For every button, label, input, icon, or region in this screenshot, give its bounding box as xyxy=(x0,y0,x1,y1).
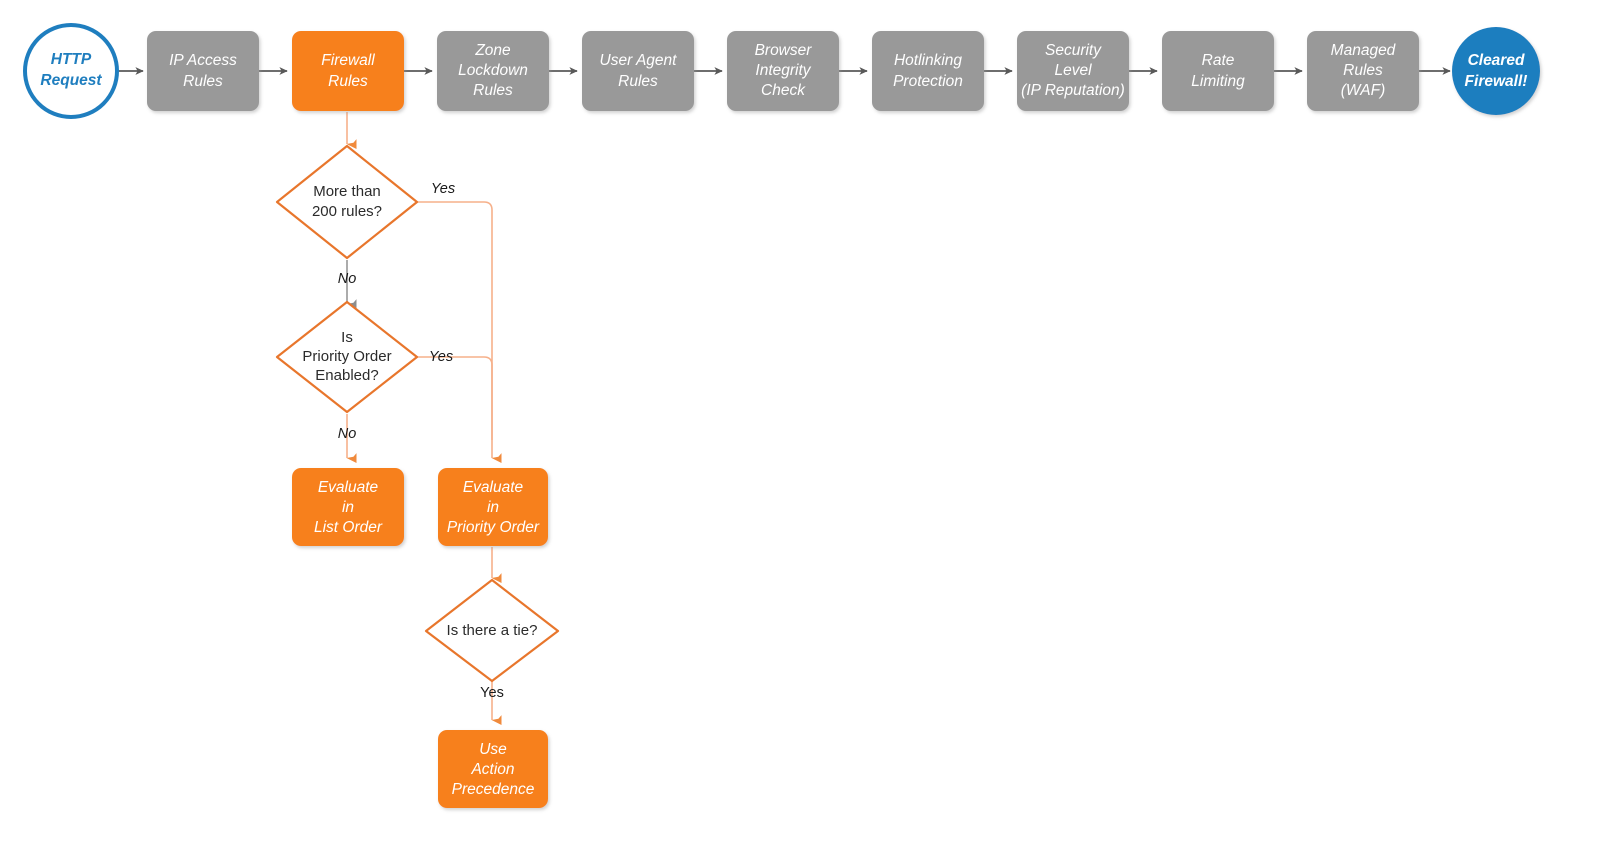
use-action-precedence-label-line-2: Action xyxy=(470,761,514,778)
cleared-firewall-circle xyxy=(1452,27,1540,115)
connector-priority-yes-to-priority-order xyxy=(417,356,493,440)
node-ip-access-rules[interactable]: IP Access Rules xyxy=(147,31,259,111)
managed-rules-waf-label-line-3: (WAF) xyxy=(1341,82,1385,99)
edge-label-more-than-200-no: No xyxy=(338,271,357,287)
cleared-firewall-label-line-2: Firewall! xyxy=(1465,73,1528,90)
ip-access-rules-label-line-2: Rules xyxy=(183,73,223,90)
firewall-rules-box xyxy=(292,31,404,111)
security-level-label-line-3: (IP Reputation) xyxy=(1021,82,1125,99)
node-security-level[interactable]: Security Level (IP Reputation) xyxy=(1017,31,1129,111)
managed-rules-waf-label-line-1: Managed xyxy=(1331,42,1397,59)
browser-integrity-check-label-line-2: Integrity xyxy=(755,62,811,79)
managed-rules-waf-label-line-2: Rules xyxy=(1343,62,1383,79)
http-request-label-line-2: Request xyxy=(40,72,102,89)
ip-access-rules-box xyxy=(147,31,259,111)
is-priority-order-enabled-label-line-1: Is xyxy=(341,329,353,346)
more-than-200-rules-diamond xyxy=(275,144,419,260)
edge-label-priority-order-no: No xyxy=(338,426,357,442)
evaluate-in-list-order-label-line-1: Evaluate xyxy=(318,479,379,496)
evaluate-in-priority-order-box xyxy=(438,468,548,546)
node-evaluate-in-list-order[interactable]: Evaluate in List Order xyxy=(292,468,404,546)
is-there-a-tie-diamond xyxy=(424,578,560,683)
zone-lockdown-rules-label-line-2: Lockdown xyxy=(458,62,528,79)
security-level-label-line-1: Security xyxy=(1045,42,1102,59)
browser-integrity-check-label-line-3: Check xyxy=(761,82,806,99)
hotlinking-protection-label-line-2: Protection xyxy=(893,73,963,90)
node-browser-integrity-check[interactable]: Browser Integrity Check xyxy=(727,31,839,111)
rate-limiting-label-line-2: Limiting xyxy=(1191,73,1245,90)
evaluate-in-priority-order-label-line-2: in xyxy=(487,499,499,516)
cleared-firewall-label-line-1: Cleared xyxy=(1468,52,1525,69)
use-action-precedence-box xyxy=(438,730,548,808)
hotlinking-protection-label-line-1: Hotlinking xyxy=(894,52,962,69)
firewall-rules-label-line-1: Firewall xyxy=(321,52,375,69)
http-request-label-line-1: HTTP xyxy=(51,51,92,68)
security-level-label-line-2: Level xyxy=(1054,62,1092,79)
http-request-circle xyxy=(23,23,119,119)
node-cleared-firewall[interactable]: Cleared Firewall! xyxy=(1452,27,1540,115)
user-agent-rules-label-line-2: Rules xyxy=(618,73,658,90)
zone-lockdown-rules-label-line-1: Zone xyxy=(474,42,511,59)
evaluate-in-priority-order-label-line-3: Priority Order xyxy=(447,519,540,536)
node-hotlinking-protection[interactable]: Hotlinking Protection xyxy=(872,31,984,111)
decision-more-than-200-rules[interactable]: More than 200 rules? xyxy=(275,144,419,260)
user-agent-rules-label-line-1: User Agent xyxy=(600,52,678,69)
branch-connectors xyxy=(346,112,502,725)
connector-200-yes-to-priority-order xyxy=(417,201,502,463)
ip-access-rules-label-line-1: IP Access xyxy=(169,52,237,69)
node-use-action-precedence[interactable]: Use Action Precedence xyxy=(438,730,548,808)
is-priority-order-enabled-label-line-2: Priority Order xyxy=(302,348,391,365)
browser-integrity-check-box xyxy=(727,31,839,111)
more-than-200-rules-label-line-2: 200 rules? xyxy=(312,203,382,220)
user-agent-rules-box xyxy=(582,31,694,111)
use-action-precedence-label-line-1: Use xyxy=(479,741,507,758)
edge-label-tie-yes: Yes xyxy=(480,685,504,701)
security-level-box xyxy=(1017,31,1129,111)
node-user-agent-rules[interactable]: User Agent Rules xyxy=(582,31,694,111)
node-managed-rules-waf[interactable]: Managed Rules (WAF) xyxy=(1307,31,1419,111)
node-evaluate-in-priority-order[interactable]: Evaluate in Priority Order xyxy=(438,468,548,546)
managed-rules-waf-box xyxy=(1307,31,1419,111)
more-than-200-rules-label-line-1: More than xyxy=(313,183,381,200)
decision-is-there-a-tie[interactable]: Is there a tie? xyxy=(424,578,560,683)
is-there-a-tie-label-line-1: Is there a tie? xyxy=(447,622,538,639)
firewall-rules-label-line-2: Rules xyxy=(328,73,368,90)
zone-lockdown-rules-label-line-3: Rules xyxy=(473,82,513,99)
node-firewall-rules[interactable]: Firewall Rules xyxy=(292,31,404,111)
hotlinking-protection-box xyxy=(872,31,984,111)
browser-integrity-check-label-line-1: Browser xyxy=(755,42,813,59)
evaluate-in-list-order-label-line-2: in xyxy=(342,499,354,516)
zone-lockdown-rules-box xyxy=(437,31,549,111)
node-http-request[interactable]: HTTP Request xyxy=(23,23,119,119)
edge-label-more-than-200-yes: Yes xyxy=(431,181,455,197)
evaluate-in-list-order-label-line-3: List Order xyxy=(314,519,383,536)
decision-is-priority-order-enabled[interactable]: Is Priority Order Enabled? xyxy=(275,300,419,414)
edge-label-priority-order-yes: Yes xyxy=(429,349,453,365)
node-rate-limiting[interactable]: Rate Limiting xyxy=(1162,31,1274,111)
use-action-precedence-label-line-3: Precedence xyxy=(452,781,535,798)
rate-limiting-label-line-1: Rate xyxy=(1202,52,1235,69)
node-zone-lockdown-rules[interactable]: Zone Lockdown Rules xyxy=(437,31,549,111)
rate-limiting-box xyxy=(1162,31,1274,111)
is-priority-order-enabled-diamond xyxy=(275,300,419,414)
is-priority-order-enabled-label-line-3: Enabled? xyxy=(315,367,378,384)
evaluate-in-list-order-box xyxy=(292,468,404,546)
evaluate-in-priority-order-label-line-1: Evaluate xyxy=(463,479,524,496)
